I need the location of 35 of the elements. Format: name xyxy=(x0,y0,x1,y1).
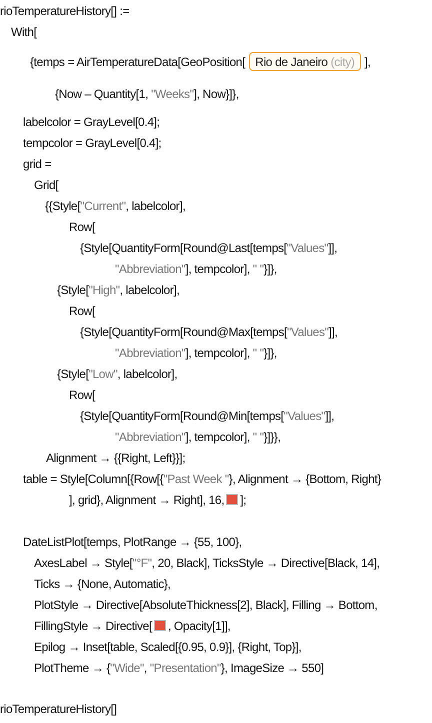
code-line: Row[ xyxy=(69,386,95,404)
code-line: Row[ xyxy=(69,302,95,320)
code-line: tempcolor = GrayLevel[0.4]; xyxy=(23,134,162,152)
code-line: "Abbreviation"], tempcolor], " "}]}, xyxy=(115,260,277,278)
code-line: DateListPlot[temps, PlotRange → {55, 100}, xyxy=(23,534,242,550)
code-line: {Style[QuantityForm[Round@Max[temps["Values"]], xyxy=(80,324,338,340)
code-line: {temps = AirTemperatureData[GeoPosition[ xyxy=(30,54,246,70)
code-line: Alignment → {{Right, Left}}]; xyxy=(46,450,186,466)
code-line: rioTemperatureHistory[] xyxy=(0,700,117,718)
code-line: PlotStyle → Directive[AbsoluteThickness[2], Black], Filling → Bottom, xyxy=(34,596,378,614)
code-line: AxesLabel → Style["°F", 20, Black], TicksStyle → Directive[Black, 14], xyxy=(34,554,380,572)
code-line: {Style["High", labelcolor], xyxy=(57,282,180,298)
code-line: Row[ xyxy=(69,218,95,236)
code-line: , Opacity[1]], xyxy=(168,618,230,634)
code-line: rioTemperatureHistory[] := xyxy=(0,2,130,20)
code-line: PlotTheme → {"Wide", "Presentation"}, ImageSize → 550] xyxy=(34,660,324,676)
code-line: FillingStyle → Directive[ xyxy=(34,618,152,634)
code-line: With[ xyxy=(11,24,37,40)
code-line: ]; xyxy=(240,492,246,508)
code-line: "Abbreviation"], tempcolor], " "}]}, xyxy=(115,344,277,362)
code-line: grid = xyxy=(23,156,52,172)
code-line: labelcolor = GrayLevel[0.4]; xyxy=(23,114,160,130)
code-line: "Abbreviation"], tempcolor], " "}]}}, xyxy=(115,428,281,446)
code-line: {Style[QuantityForm[Round@Min[temps["Values"]], xyxy=(80,408,334,424)
code-line: ], xyxy=(364,54,370,70)
code-line: {Now – Quantity[1, "Weeks"], Now}]}, xyxy=(55,86,239,102)
code-line: {Style["Low", labelcolor], xyxy=(57,366,178,382)
code-line: Epilog → Inset[table, Scaled[{0.95, 0.9}], {Right, Top}], xyxy=(34,638,302,656)
code-line: ], grid}, Alignment → Right], 16, xyxy=(69,492,224,508)
code-line: {Style[QuantityForm[Round@Last[temps["Values"]], xyxy=(80,240,338,256)
code-line: table = Style[Column[{Row[{"Past Week "}, Alignment → {Bottom, Right} xyxy=(23,470,382,488)
code-line: {{Style["Current", labelcolor], xyxy=(45,198,186,214)
code-line: Grid[ xyxy=(34,176,58,194)
code-line: Ticks → {None, Automatic}, xyxy=(34,576,171,592)
entity-box: Rio de Janeiro (city) xyxy=(249,52,361,71)
